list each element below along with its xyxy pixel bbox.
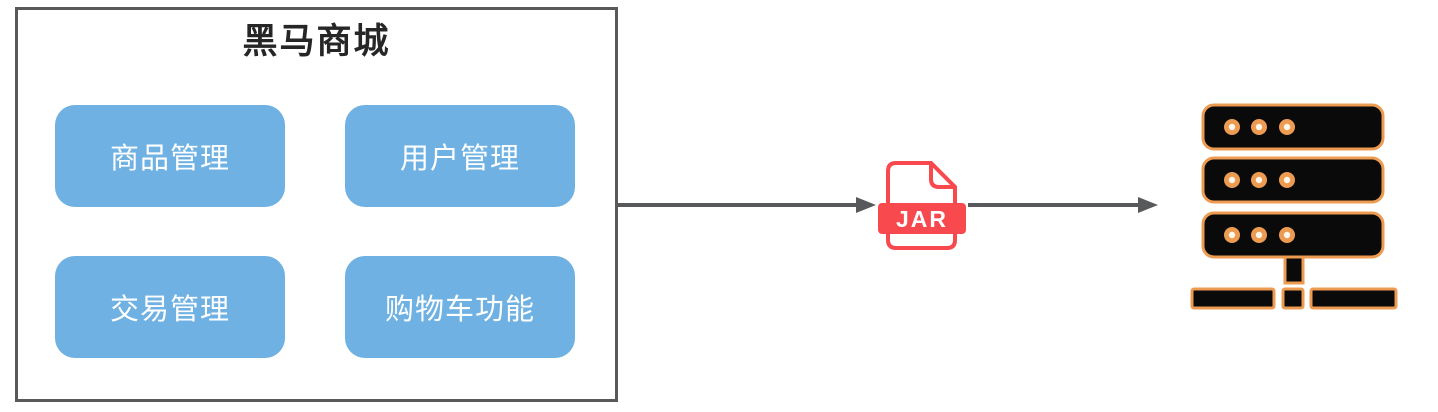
module-label: 交易管理 xyxy=(109,294,230,326)
jar-fold-corner xyxy=(929,161,957,189)
jar-file-icon: JAR xyxy=(878,161,966,250)
mall-box: 黑马商城 商品管理 用户管理 交易管理 购物车功能 xyxy=(15,7,618,402)
server-led-core xyxy=(1255,123,1263,131)
arrow-box-to-jar-head xyxy=(856,197,876,213)
server-base-left xyxy=(1190,287,1276,310)
server-led-core xyxy=(1283,123,1291,131)
server-stem xyxy=(1283,253,1305,285)
server-rack-icon xyxy=(1190,103,1398,310)
module-cart-feature: 购物车功能 xyxy=(345,256,575,358)
module-label: 用户管理 xyxy=(399,143,520,175)
arrow-jar-to-server-line xyxy=(968,203,1138,207)
mall-title: 黑马商城 xyxy=(242,22,391,61)
server-base-middle xyxy=(1281,287,1305,310)
server-led-core xyxy=(1228,123,1236,131)
module-label: 购物车功能 xyxy=(384,294,535,326)
jar-banner xyxy=(878,203,966,234)
server-led-core xyxy=(1283,176,1291,184)
server-led-core xyxy=(1255,231,1263,239)
arrow-jar-to-server-head xyxy=(1138,197,1158,213)
module-user-management: 用户管理 xyxy=(345,105,575,207)
arrow-box-to-jar-line xyxy=(618,203,856,207)
server-led-core xyxy=(1228,176,1236,184)
server-led-core xyxy=(1228,231,1236,239)
module-trade-management: 交易管理 xyxy=(55,256,285,358)
jar-label: JAR xyxy=(896,206,948,232)
module-product-management: 商品管理 xyxy=(55,105,285,207)
server-led-core xyxy=(1255,176,1263,184)
module-label: 商品管理 xyxy=(109,143,230,175)
server-led-core xyxy=(1283,231,1291,239)
server-base-right xyxy=(1309,287,1398,310)
